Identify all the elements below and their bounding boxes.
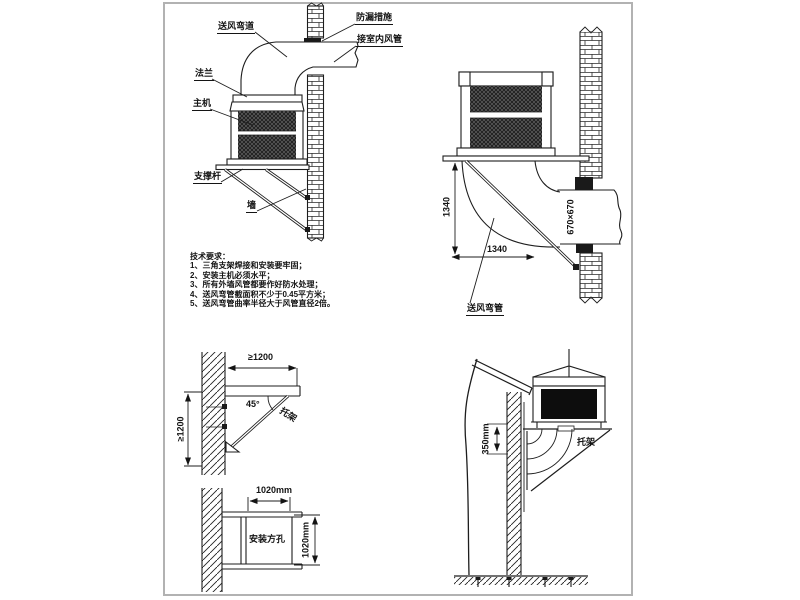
tech-title: 技术要求： xyxy=(190,252,230,261)
bottom-rail xyxy=(222,563,303,570)
label-mounting-hole: 安装方孔 xyxy=(249,534,286,544)
supply-elbow-duct xyxy=(240,41,359,96)
seal-top xyxy=(575,177,593,190)
label-leak-proof: 防漏措施 xyxy=(355,12,394,25)
label-wall: 墙 xyxy=(246,200,258,213)
dim-1020-horizontal: 1020mm xyxy=(256,485,293,495)
elbow-inner-arc xyxy=(534,160,561,193)
label-duct-bend: 送风弯道 xyxy=(217,21,256,34)
top-rail xyxy=(222,511,303,518)
label-support-rod: 支撑杆 xyxy=(193,171,223,184)
tech-item-5: 5、送风弯管曲率半径大于风管直径2倍。 xyxy=(190,299,335,309)
dim-ge1200-horizontal: ≥1200 xyxy=(248,352,273,362)
view2-section-detail xyxy=(442,26,623,304)
cap xyxy=(471,359,533,396)
dim-duct-size: 670×670 xyxy=(565,199,576,235)
tech-item-3: 3、所有外墙风管都要作好防水处理； xyxy=(190,280,323,290)
square-hole xyxy=(240,517,293,564)
support-struts xyxy=(224,168,310,233)
column-hatch xyxy=(507,392,521,575)
label-flange: 法兰 xyxy=(194,68,215,81)
wall-brick-lower xyxy=(579,252,603,299)
dim-1340-horizontal: 1340 xyxy=(486,244,508,254)
tech-item-1: 1、三角支架焊接和安装要牢固； xyxy=(190,261,307,271)
tech-item-4: 4、送风弯管截面积不少于0.45平方米； xyxy=(190,289,331,299)
seal-bottom xyxy=(576,244,593,253)
dim-1340-vertical: 1340 xyxy=(441,196,452,218)
label-indoor-duct: 接室内风管 xyxy=(356,34,404,47)
wall-hatch xyxy=(202,488,222,592)
dim-ge1200-vertical: ≥1200 xyxy=(175,416,186,442)
leader-lines xyxy=(209,23,357,212)
dim-1020-vertical: 1020mm xyxy=(300,521,311,559)
dim-350mm: 350mm xyxy=(480,423,491,455)
anchor-bolts xyxy=(475,577,574,587)
technical-requirements: 技术要求： 1、三角支架焊接和安装要牢固； 2、安装主机必须水平； 3、所有外墙… xyxy=(190,252,335,308)
view1-side-elevation xyxy=(209,2,359,242)
view3-bracket-detail xyxy=(184,352,301,475)
shelf xyxy=(225,385,301,397)
wall-brick-upper xyxy=(306,5,325,39)
label-bracket-v5: 托架 xyxy=(577,437,596,447)
support-shelf xyxy=(442,155,590,162)
label-45-degrees: 45° xyxy=(246,399,260,409)
flange xyxy=(232,94,303,103)
unit-gable xyxy=(532,349,606,378)
wall-hatch xyxy=(202,352,225,475)
support-strut xyxy=(464,159,579,270)
elbow-outer-arc xyxy=(461,160,561,248)
label-main-unit: 主机 xyxy=(192,98,213,111)
tech-item-2: 2、安装主机必须水平； xyxy=(190,270,275,280)
view5-bracket-side-detail xyxy=(454,349,612,587)
wall-duct-670 xyxy=(557,189,623,245)
support-shelf xyxy=(215,164,310,171)
curved-outline xyxy=(464,358,478,576)
label-supply-elbow: 送风弯管 xyxy=(466,303,505,316)
view4-hole-detail xyxy=(201,488,320,592)
angle-arc xyxy=(267,395,274,411)
dimension-lines xyxy=(451,162,535,304)
wall-brick-lower xyxy=(306,74,325,239)
strut xyxy=(225,394,290,453)
curved-bracket xyxy=(523,425,612,492)
